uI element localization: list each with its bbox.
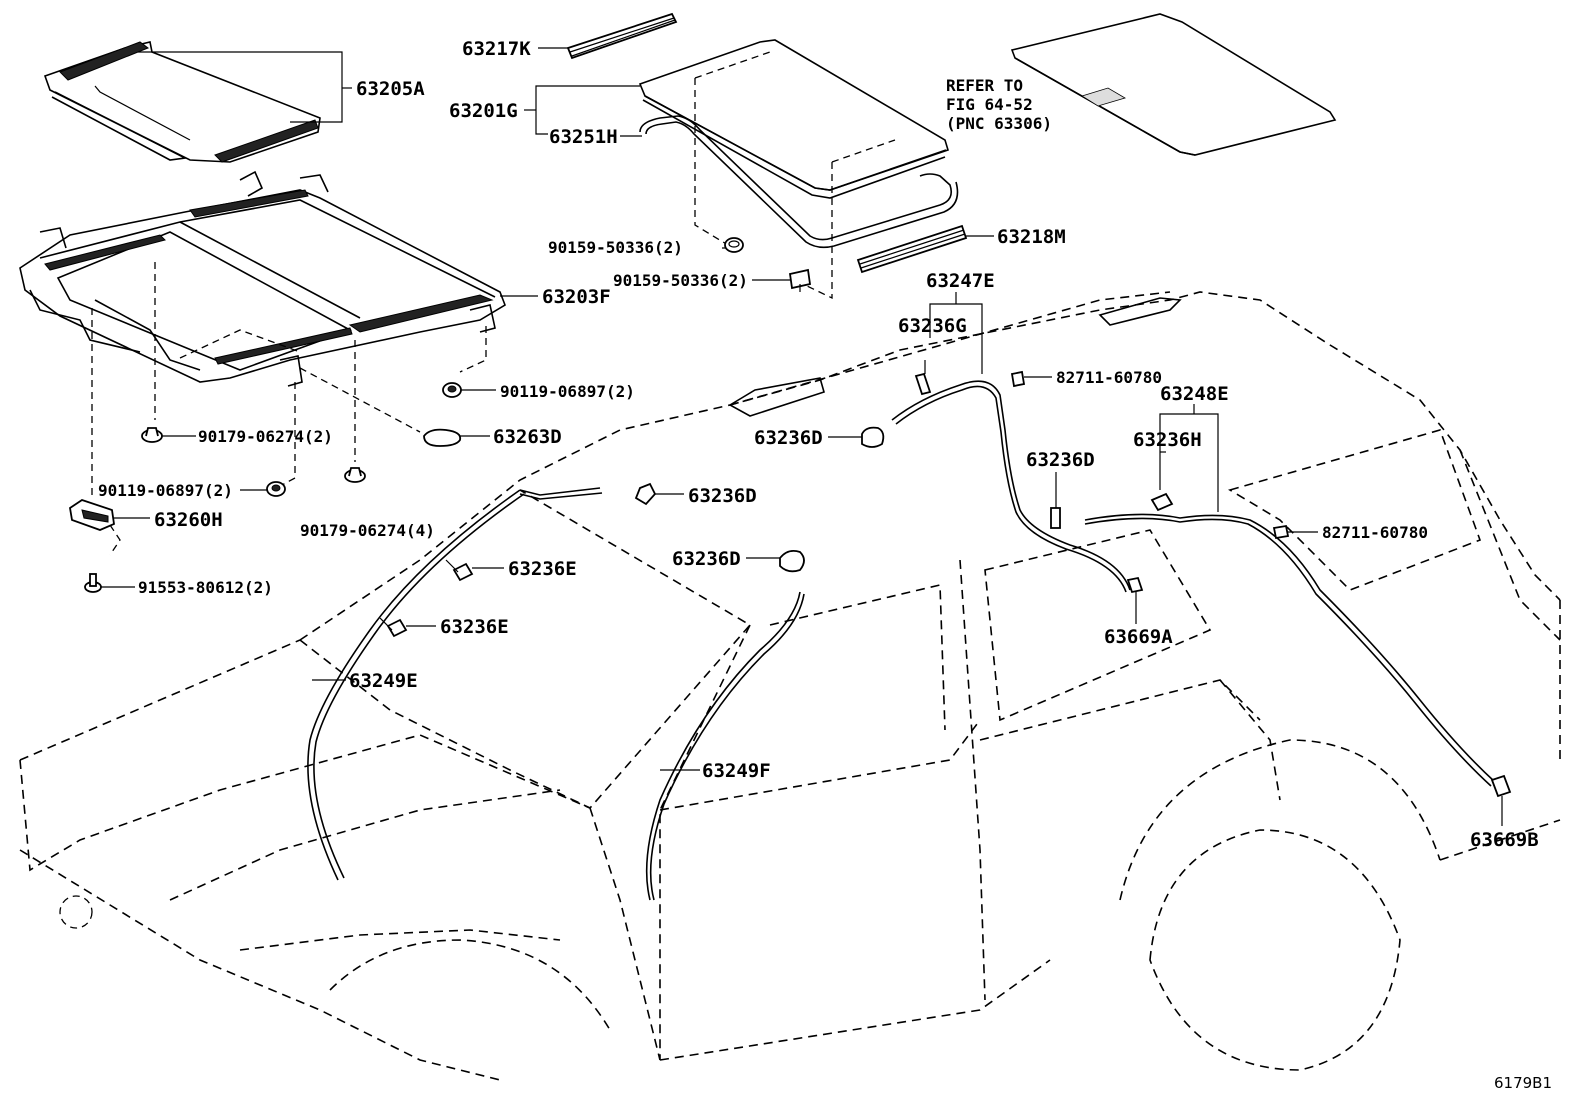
label-63236d-b: 63236D bbox=[1026, 449, 1095, 471]
label-63236d-c: 63236D bbox=[688, 485, 757, 507]
label-63218m: 63218M bbox=[997, 226, 1066, 248]
label-63236d-d: 63236D bbox=[672, 548, 741, 570]
label-90159-a: 90159-50336(2) bbox=[548, 238, 683, 257]
fastener-90159-b bbox=[788, 268, 812, 292]
leader-lines-fasteners bbox=[101, 389, 496, 588]
bolt-91553 bbox=[84, 573, 102, 593]
clip-63236d-a bbox=[861, 426, 885, 448]
grommet-82711-b bbox=[1272, 524, 1290, 540]
label-63236g: 63236G bbox=[898, 315, 967, 337]
fastener-90119-b bbox=[266, 481, 286, 497]
sunroof-motor-63260h bbox=[69, 499, 115, 531]
label-63236h: 63236H bbox=[1133, 429, 1202, 451]
label-82711-b: 82711-60780 bbox=[1322, 523, 1428, 542]
label-63217k: 63217K bbox=[462, 38, 531, 60]
label-63251h: 63251H bbox=[549, 126, 618, 148]
valve-63669b bbox=[1490, 774, 1512, 798]
label-90179-a: 90179-06274(2) bbox=[198, 427, 333, 446]
sunroof-glass-63201g bbox=[638, 39, 949, 199]
deflector-strip-63217k bbox=[566, 12, 678, 60]
label-63260h: 63260H bbox=[154, 509, 223, 531]
part-labels: 63205A 63217K 63201G 63251H 90159-50336(… bbox=[98, 38, 1539, 851]
clip-63236d-d bbox=[779, 549, 805, 573]
label-91553: 91553-80612(2) bbox=[138, 578, 273, 597]
label-63205a: 63205A bbox=[356, 78, 425, 100]
label-63669b: 63669B bbox=[1470, 829, 1539, 851]
label-90119-b: 90119-06897(2) bbox=[98, 481, 233, 500]
clip-63236e-a bbox=[445, 559, 474, 582]
sunroof-frame-63203f bbox=[19, 170, 506, 387]
sunshade-panel-63205a bbox=[43, 41, 321, 163]
label-63236e-b: 63236E bbox=[440, 616, 509, 638]
label-63669a: 63669A bbox=[1104, 626, 1173, 648]
fastener-90159-a bbox=[724, 237, 744, 253]
label-63201g: 63201G bbox=[449, 100, 518, 122]
figure-id: 6179B1 bbox=[1494, 1074, 1552, 1092]
clip-63236d-c bbox=[1050, 507, 1061, 529]
label-90119-a: 90119-06897(2) bbox=[500, 382, 635, 401]
drain-hose-63247e bbox=[891, 380, 1131, 593]
drain-hose-63249f bbox=[645, 591, 805, 901]
reference-note: REFER TO FIG 64-52 (PNC 63306) bbox=[946, 76, 1052, 133]
vehicle-body-outline bbox=[19, 291, 1561, 1081]
pad-63263d bbox=[423, 428, 462, 447]
dashed-projection-lines-top bbox=[91, 51, 896, 556]
label-82711-a: 82711-60780 bbox=[1056, 368, 1162, 387]
clip-63236g bbox=[914, 360, 932, 396]
label-63236e-a: 63236E bbox=[508, 558, 577, 580]
clip-63236e-b bbox=[379, 617, 408, 638]
reference-note-line1: REFER TO bbox=[946, 76, 1023, 95]
reference-note-line2: FIG 64-52 bbox=[946, 95, 1033, 114]
label-63249e: 63249E bbox=[349, 670, 418, 692]
valve-63669a bbox=[1126, 576, 1144, 594]
label-63263d: 63263D bbox=[493, 426, 562, 448]
label-63203f: 63203F bbox=[542, 286, 611, 308]
fastener-90119-a bbox=[442, 382, 462, 398]
deflector-strip-63218m bbox=[856, 224, 968, 274]
leader-lines-vehicle bbox=[312, 292, 1503, 826]
label-90159-b: 90159-50336(2) bbox=[613, 271, 748, 290]
reference-note-line3: (PNC 63306) bbox=[946, 114, 1052, 133]
fastener-90179-b bbox=[344, 467, 366, 483]
leader-lines-top bbox=[138, 47, 994, 297]
clip-63236d-b bbox=[634, 482, 657, 506]
drain-hose-63248e bbox=[1084, 513, 1496, 787]
headliner-panel-reference bbox=[1010, 13, 1337, 156]
label-63247e: 63247E bbox=[926, 270, 995, 292]
label-63249f: 63249F bbox=[702, 760, 771, 782]
label-63248e: 63248E bbox=[1160, 383, 1229, 405]
grommet-82711-a bbox=[1010, 370, 1026, 388]
label-63236d-a: 63236D bbox=[754, 427, 823, 449]
glass-weatherstrip-63251h bbox=[639, 115, 959, 249]
fastener-90179-a bbox=[141, 427, 163, 443]
label-90179-b: 90179-06274(4) bbox=[300, 521, 435, 540]
clip-63236h bbox=[1150, 492, 1174, 512]
